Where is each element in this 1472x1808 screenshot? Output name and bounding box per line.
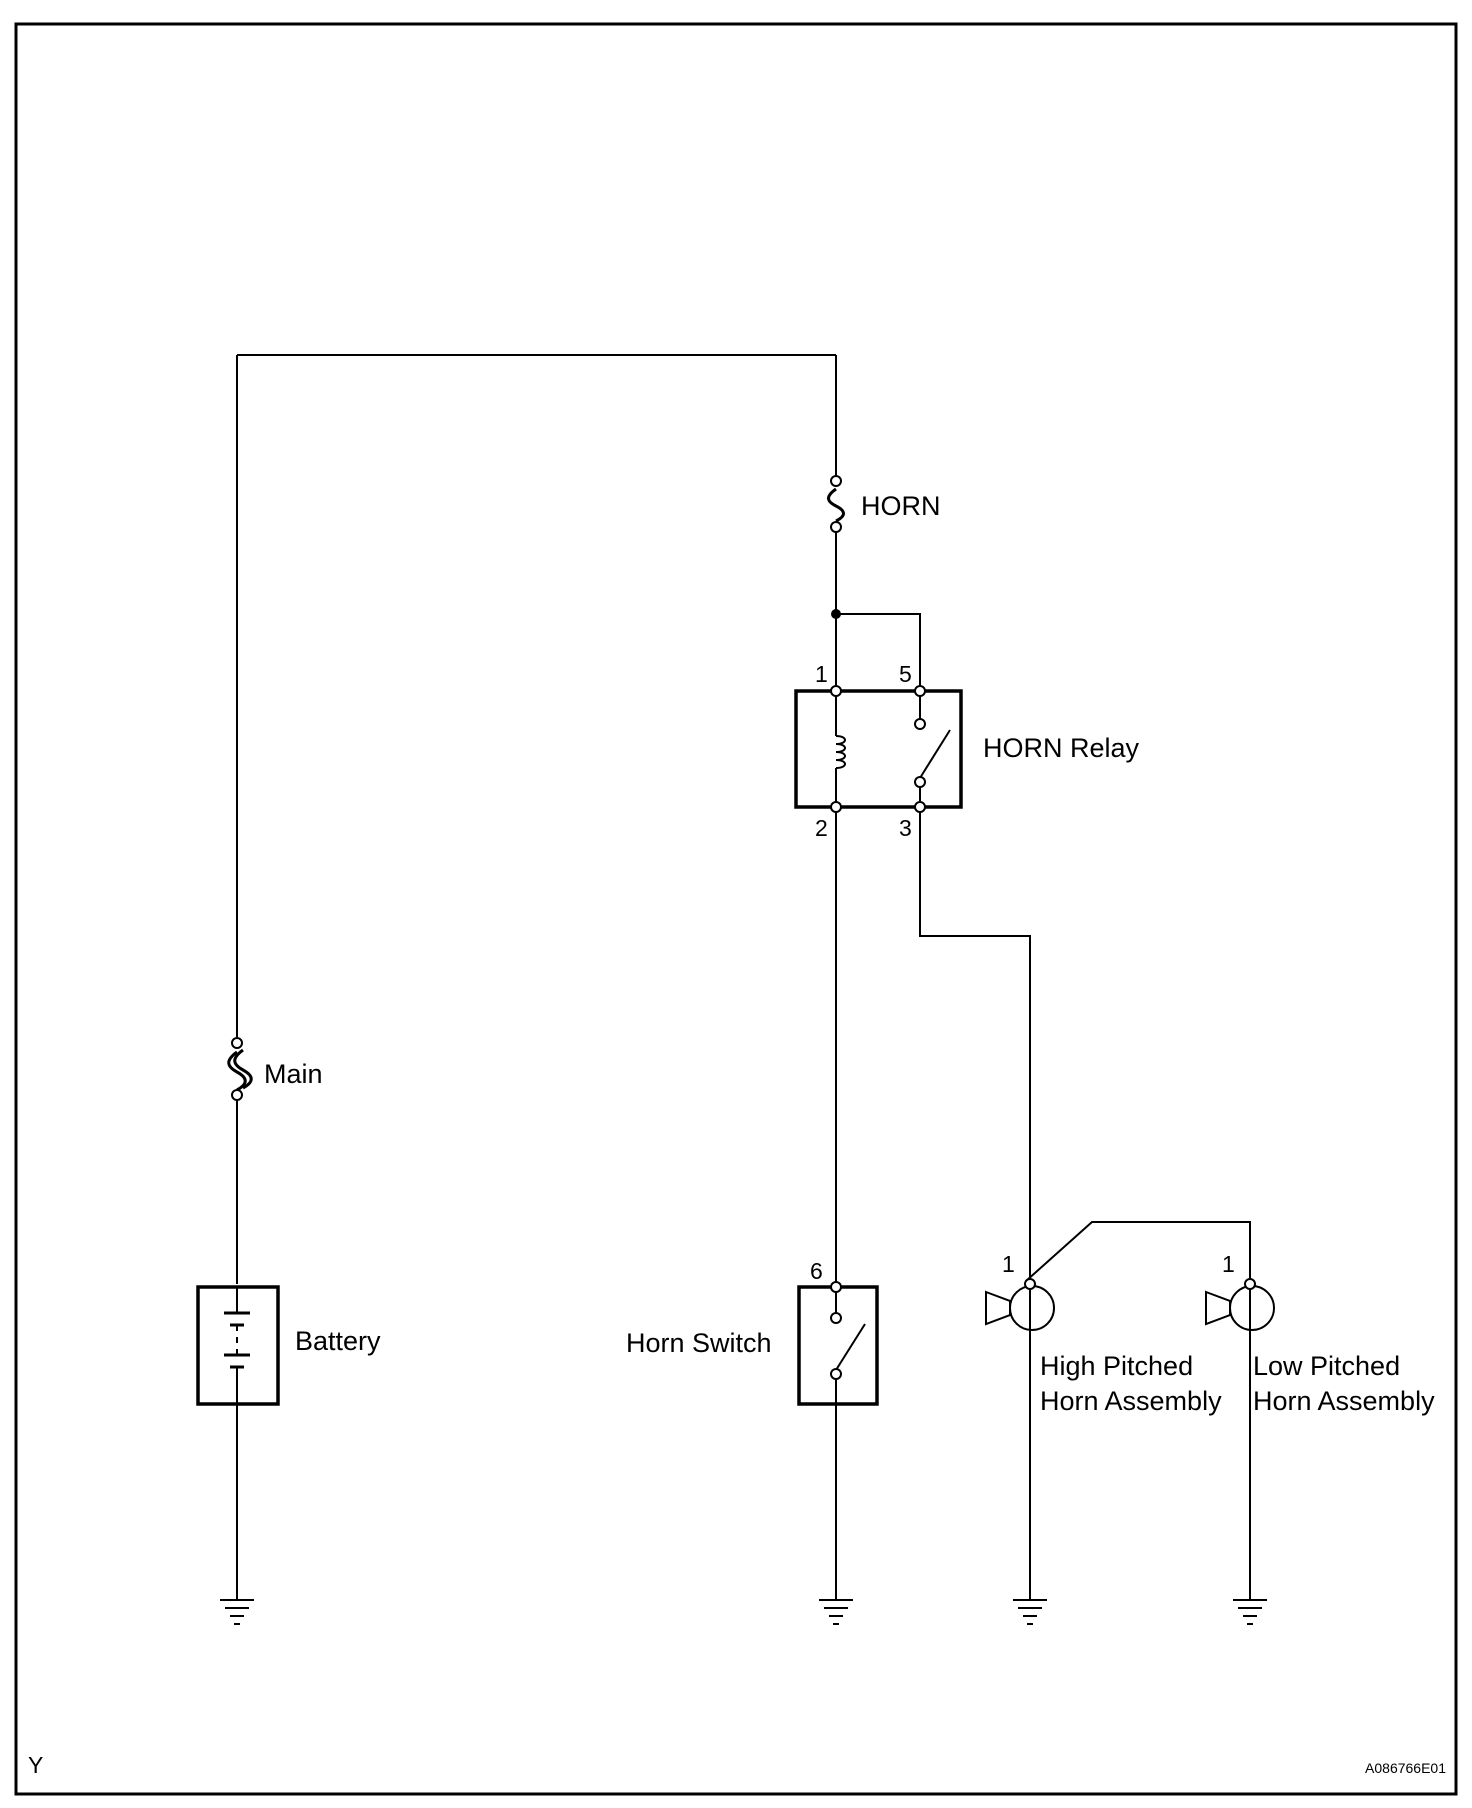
- relay-pin-5: 5: [899, 661, 912, 687]
- ground-high-horn: [1013, 1599, 1047, 1625]
- battery-label: Battery: [295, 1326, 381, 1356]
- splice-junction: [831, 609, 841, 619]
- battery: [196, 1285, 280, 1406]
- wire-relay-pin-3-to-high-horn: [919, 805, 1031, 1599]
- relay-pin-3: 3: [899, 815, 912, 841]
- horn-relay-label: HORN Relay: [983, 733, 1140, 763]
- main-fuse: [227, 1037, 253, 1101]
- low-horn-pin-1: 1: [1222, 1251, 1235, 1277]
- wires: [236, 354, 1251, 1600]
- low-pitched-horn: [1205, 1278, 1275, 1331]
- main-fuse-label: Main: [264, 1059, 323, 1089]
- high-horn-pin-1: 1: [1002, 1251, 1015, 1277]
- ground-battery: [220, 1599, 254, 1625]
- ground-horn-switch: [819, 1599, 853, 1625]
- high-pitched-horn: [985, 1278, 1055, 1331]
- corner-code-right: A086766E01: [1365, 1760, 1446, 1776]
- corner-code-left: Y: [28, 1752, 43, 1778]
- horn-relay: [794, 685, 963, 813]
- horn-switch: [797, 1281, 879, 1406]
- low-horn-label-line-2: Horn Assembly: [1253, 1386, 1435, 1416]
- wire-high-to-low-horn: [1025, 1221, 1251, 1599]
- low-horn-label-line-1: Low Pitched: [1253, 1351, 1400, 1381]
- wire-to-relay-pin-5: [836, 613, 921, 688]
- horn-fuse: [827, 475, 845, 533]
- horn-switch-pin-6: 6: [810, 1258, 823, 1284]
- ground-low-horn: [1233, 1599, 1267, 1625]
- diagram-frame: [14, 22, 1458, 1796]
- high-horn-label-line-1: High Pitched: [1040, 1351, 1193, 1381]
- horn-switch-label: Horn Switch: [626, 1328, 772, 1358]
- relay-pin-2: 2: [815, 815, 828, 841]
- relay-pin-1: 1: [815, 661, 828, 687]
- high-horn-label-line-2: Horn Assembly: [1040, 1386, 1222, 1416]
- horn-fuse-label: HORN: [861, 491, 941, 521]
